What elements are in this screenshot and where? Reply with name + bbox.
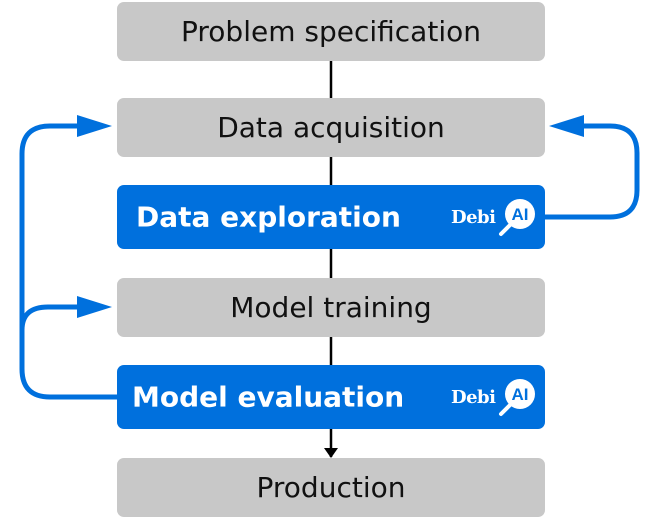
debiai-magnifier-icon: AI — [498, 199, 535, 236]
step-label: Data acquisition — [217, 111, 445, 144]
svg-text:AI: AI — [511, 205, 528, 224]
step-label: Data exploration — [136, 200, 401, 234]
step-label: Model evaluation — [132, 380, 405, 414]
feedback-arrowhead — [77, 115, 112, 137]
debiai-logo-word: Debi — [451, 206, 496, 228]
step-model-training: Model training — [117, 278, 545, 337]
feedback-arrowhead — [549, 115, 584, 137]
step-production: Production — [117, 458, 545, 517]
debiai-logo-word: Debi — [451, 386, 496, 408]
feedback-arrow-evaluation-to-training — [19, 304, 77, 331]
debiai-magnifier-icon: AI — [498, 379, 535, 416]
feedback-arrow-exploration-to-acquisition — [545, 123, 640, 220]
debiai-badge: Debi AI — [451, 377, 540, 417]
step-label: Problem specification — [181, 15, 481, 48]
svg-text:AI: AI — [511, 385, 528, 404]
step-data-exploration: Data exploration Debi AI — [117, 185, 545, 249]
feedback-arrowhead — [77, 296, 112, 318]
step-problem-specification: Problem specification — [117, 2, 545, 61]
step-label: Production — [256, 471, 406, 504]
step-label: Model training — [230, 291, 432, 324]
step-model-evaluation: Model evaluation Debi AI — [117, 365, 545, 429]
feedback-arrow-evaluation-to-acquisition — [19, 123, 117, 400]
step-data-acquisition: Data acquisition — [117, 98, 545, 157]
debiai-badge: Debi AI — [451, 197, 540, 237]
